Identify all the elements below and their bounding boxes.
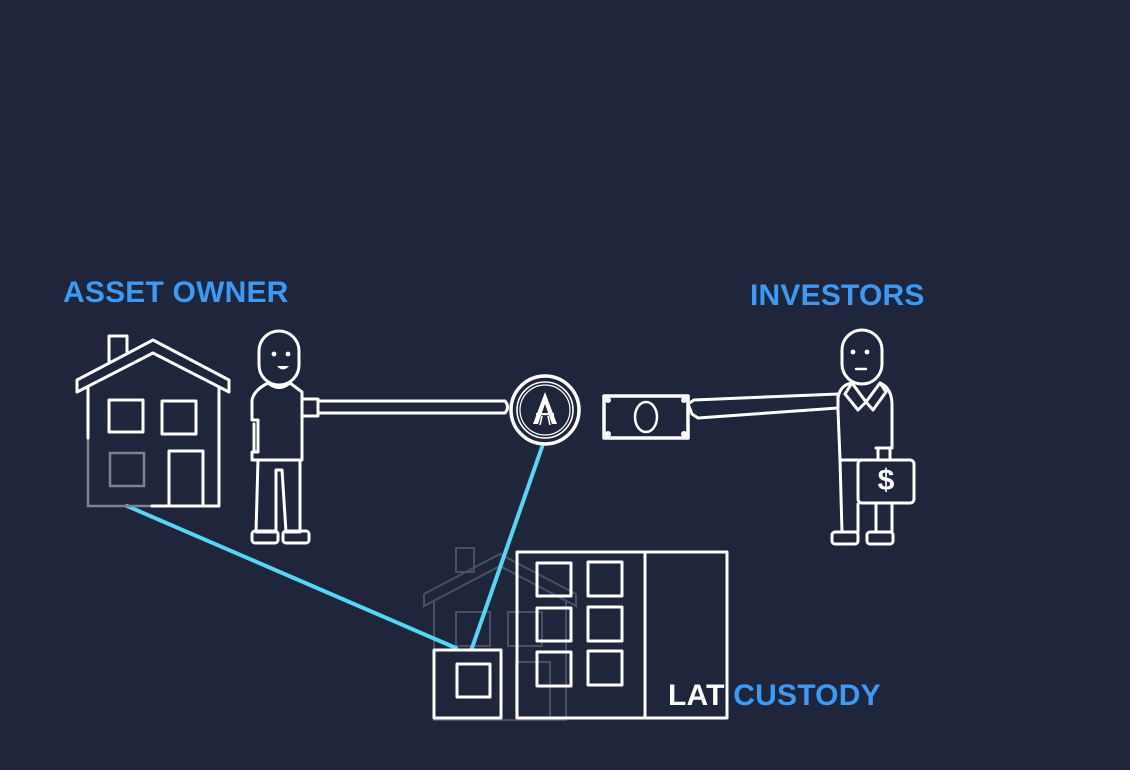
asset-owner-label: ASSET OWNER <box>63 276 289 309</box>
custody-prefix: LAT <box>668 679 725 712</box>
house-to-vault-link <box>125 504 458 650</box>
banknote-icon[interactable] <box>602 394 690 440</box>
house-icon <box>75 334 231 508</box>
investors-label: INVESTORS <box>750 279 925 312</box>
custody-label: LAT CUSTODY <box>668 681 881 711</box>
briefcase-dollar-icon <box>856 458 916 505</box>
lat-token-icon[interactable] <box>509 374 581 446</box>
building-icon <box>515 550 729 720</box>
token-to-vault-link <box>470 445 544 650</box>
investor-person-icon <box>686 328 895 546</box>
vault-icon[interactable] <box>432 648 503 720</box>
custody-suffix: CUSTODY <box>733 679 881 712</box>
asset-owner-person-icon <box>250 329 509 545</box>
briefcase-dollar-symbol: $ <box>877 464 895 497</box>
